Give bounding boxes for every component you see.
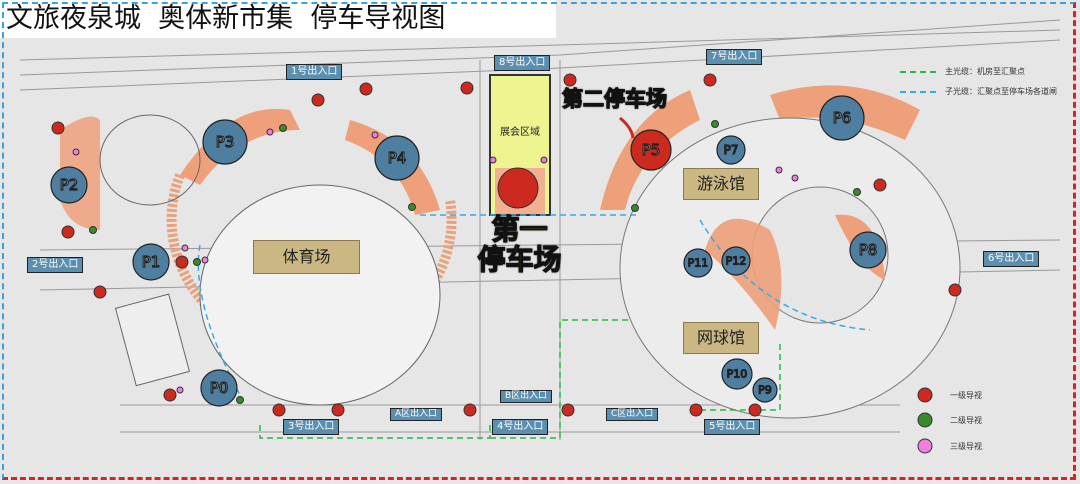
entrance-3[interactable]: 3号出入口 <box>283 419 340 435</box>
p3-area <box>180 108 300 185</box>
svg-text:P1: P1 <box>142 253 161 271</box>
entrance-6[interactable]: 6号出入口 <box>983 251 1040 267</box>
parking-markers: P0 P1 P2 P3 P4 P5 P6 P7 P8 P9 P10 P11 P1… <box>50 95 887 407</box>
parking-p1[interactable]: P1 <box>132 243 170 281</box>
stadium-stands <box>166 173 457 355</box>
level3-markers <box>72 128 933 454</box>
first-lot-line2: 停车场 <box>477 243 562 276</box>
svg-text:P10: P10 <box>727 368 748 381</box>
entrance-a[interactable]: A区出入口 <box>390 408 443 421</box>
entrance-8[interactable]: 8号出入口 <box>494 55 551 71</box>
venue-swimming: 游泳馆 <box>683 168 759 200</box>
svg-text:P2: P2 <box>60 176 79 194</box>
parking-p3[interactable]: P3 <box>202 119 248 165</box>
svg-text:P11: P11 <box>688 257 709 270</box>
parking-p4[interactable]: P4 <box>374 135 420 181</box>
entrance-4[interactable]: 4号出入口 <box>492 419 549 435</box>
parking-p8[interactable]: P8 <box>849 231 887 269</box>
venue-expo: 展会区域 <box>500 127 540 138</box>
venue-stadium: 体育场 <box>253 240 360 274</box>
venue-tennis: 网球馆 <box>683 322 759 354</box>
svg-text:P9: P9 <box>758 384 772 397</box>
first-lot-label: 第一 停车场 <box>462 213 577 276</box>
first-lot-marker <box>497 167 539 209</box>
arrow-icon <box>619 116 635 139</box>
legend-main-cable: 主光缆：机房至汇聚点 <box>945 67 1025 76</box>
svg-text:P3: P3 <box>216 133 235 151</box>
entrance-b[interactable]: B区出入口 <box>500 390 553 403</box>
first-lot-line1: 第一 <box>491 213 548 246</box>
parking-p5[interactable]: P5 <box>630 129 672 171</box>
parking-p6[interactable]: P6 <box>819 95 865 141</box>
svg-text:P6: P6 <box>833 109 852 127</box>
page-title: 文旅夜泉城 奥体新市集 停车导视图 <box>0 0 556 38</box>
svg-text:P8: P8 <box>859 241 878 259</box>
parking-p2[interactable]: P2 <box>50 166 88 204</box>
svg-text:P0: P0 <box>210 379 229 397</box>
svg-text:P7: P7 <box>724 143 739 157</box>
svg-text:P4: P4 <box>388 149 407 167</box>
level1-markers <box>51 73 962 417</box>
entrance-7[interactable]: 7号出入口 <box>706 49 763 65</box>
legend-level1: 一级导视 <box>950 391 982 400</box>
level2-markers <box>89 120 933 428</box>
parking-p11[interactable]: P11 <box>683 248 713 278</box>
entrance-5[interactable]: 5号出入口 <box>704 419 761 435</box>
legend-level3: 三级导视 <box>950 442 982 451</box>
legend-level2: 二级导视 <box>950 416 982 425</box>
entrance-1[interactable]: 1号出入口 <box>286 64 343 80</box>
entrance-c[interactable]: C区出入口 <box>606 408 659 421</box>
second-lot-label: 第二停车场 <box>561 86 667 111</box>
parking-p0[interactable]: P0 <box>200 369 238 407</box>
svg-text:P12: P12 <box>726 255 747 268</box>
stadium <box>199 184 441 406</box>
parking-p12[interactable]: P12 <box>721 246 751 276</box>
parking-p7[interactable]: P7 <box>716 135 746 165</box>
svg-text:P5: P5 <box>642 141 661 159</box>
legend-sub-cable: 子光缆：汇聚点至停车场各道闸 <box>945 87 1057 96</box>
parking-p9[interactable]: P9 <box>752 377 778 403</box>
entrance-2[interactable]: 2号出入口 <box>27 257 84 273</box>
parking-p10[interactable]: P10 <box>721 358 753 390</box>
